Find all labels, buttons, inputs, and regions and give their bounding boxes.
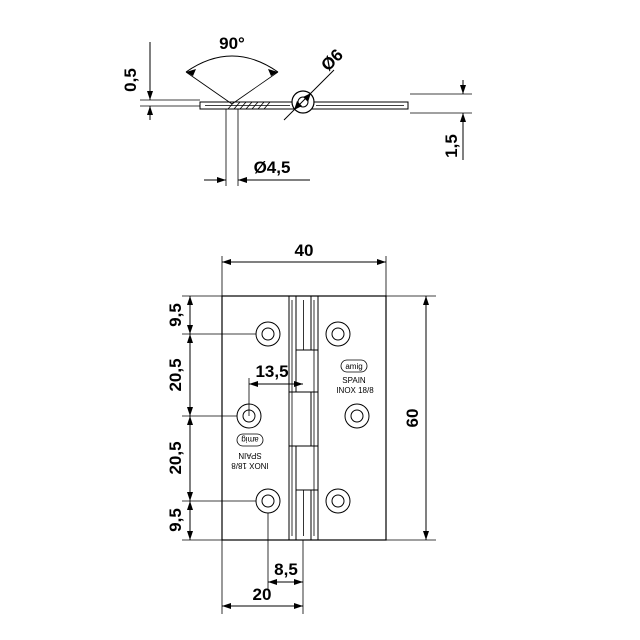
logo-badge — [236, 433, 264, 447]
profile-view: 0,5 90° Ø6 Ø4,5 1,5 — [121, 34, 472, 186]
stamp-left: amig SPAIN INOX 18/8 — [231, 433, 269, 470]
profile-knuckle-height-label: 1,5 — [442, 134, 461, 158]
height-label: 60 — [403, 409, 422, 428]
stamp-origin: SPAIN — [342, 376, 366, 385]
profile-angle-label: 90° — [219, 34, 245, 53]
stamp-origin: SPAIN — [238, 451, 262, 460]
knuckle-offset-label: 8,5 — [274, 560, 298, 579]
spacing-label-upper: 20,5 — [166, 358, 185, 391]
knuckle-segments — [288, 300, 319, 536]
half-width-label: 20 — [253, 585, 272, 604]
screw-hole — [325, 321, 351, 347]
spacing-label-lower: 20,5 — [166, 441, 185, 474]
screw-hole — [344, 403, 370, 429]
svg-text:amig: amig — [241, 435, 258, 444]
spacing-label-top: 9,5 — [166, 303, 185, 327]
screw-hole — [325, 488, 351, 514]
front-view: amig SPAIN INOX 18/8 amig SPAIN INOX 18/… — [166, 241, 436, 614]
profile-hole-diameter-label: Ø4,5 — [254, 158, 291, 177]
profile-thickness-label: 0,5 — [121, 68, 140, 92]
stamp-material: INOX 18/8 — [336, 386, 374, 395]
stamp-right: amig SPAIN INOX 18/8 — [336, 359, 374, 395]
profile-pin-diameter-label: Ø6 — [317, 45, 346, 74]
stamp-material: INOX 18/8 — [231, 461, 269, 470]
width-label: 40 — [295, 241, 314, 260]
logo-badge — [340, 359, 368, 373]
svg-text:amig: amig — [345, 362, 362, 371]
hole-offset-label: 13,5 — [255, 362, 288, 381]
spacing-label-bottom: 9,5 — [166, 508, 185, 532]
